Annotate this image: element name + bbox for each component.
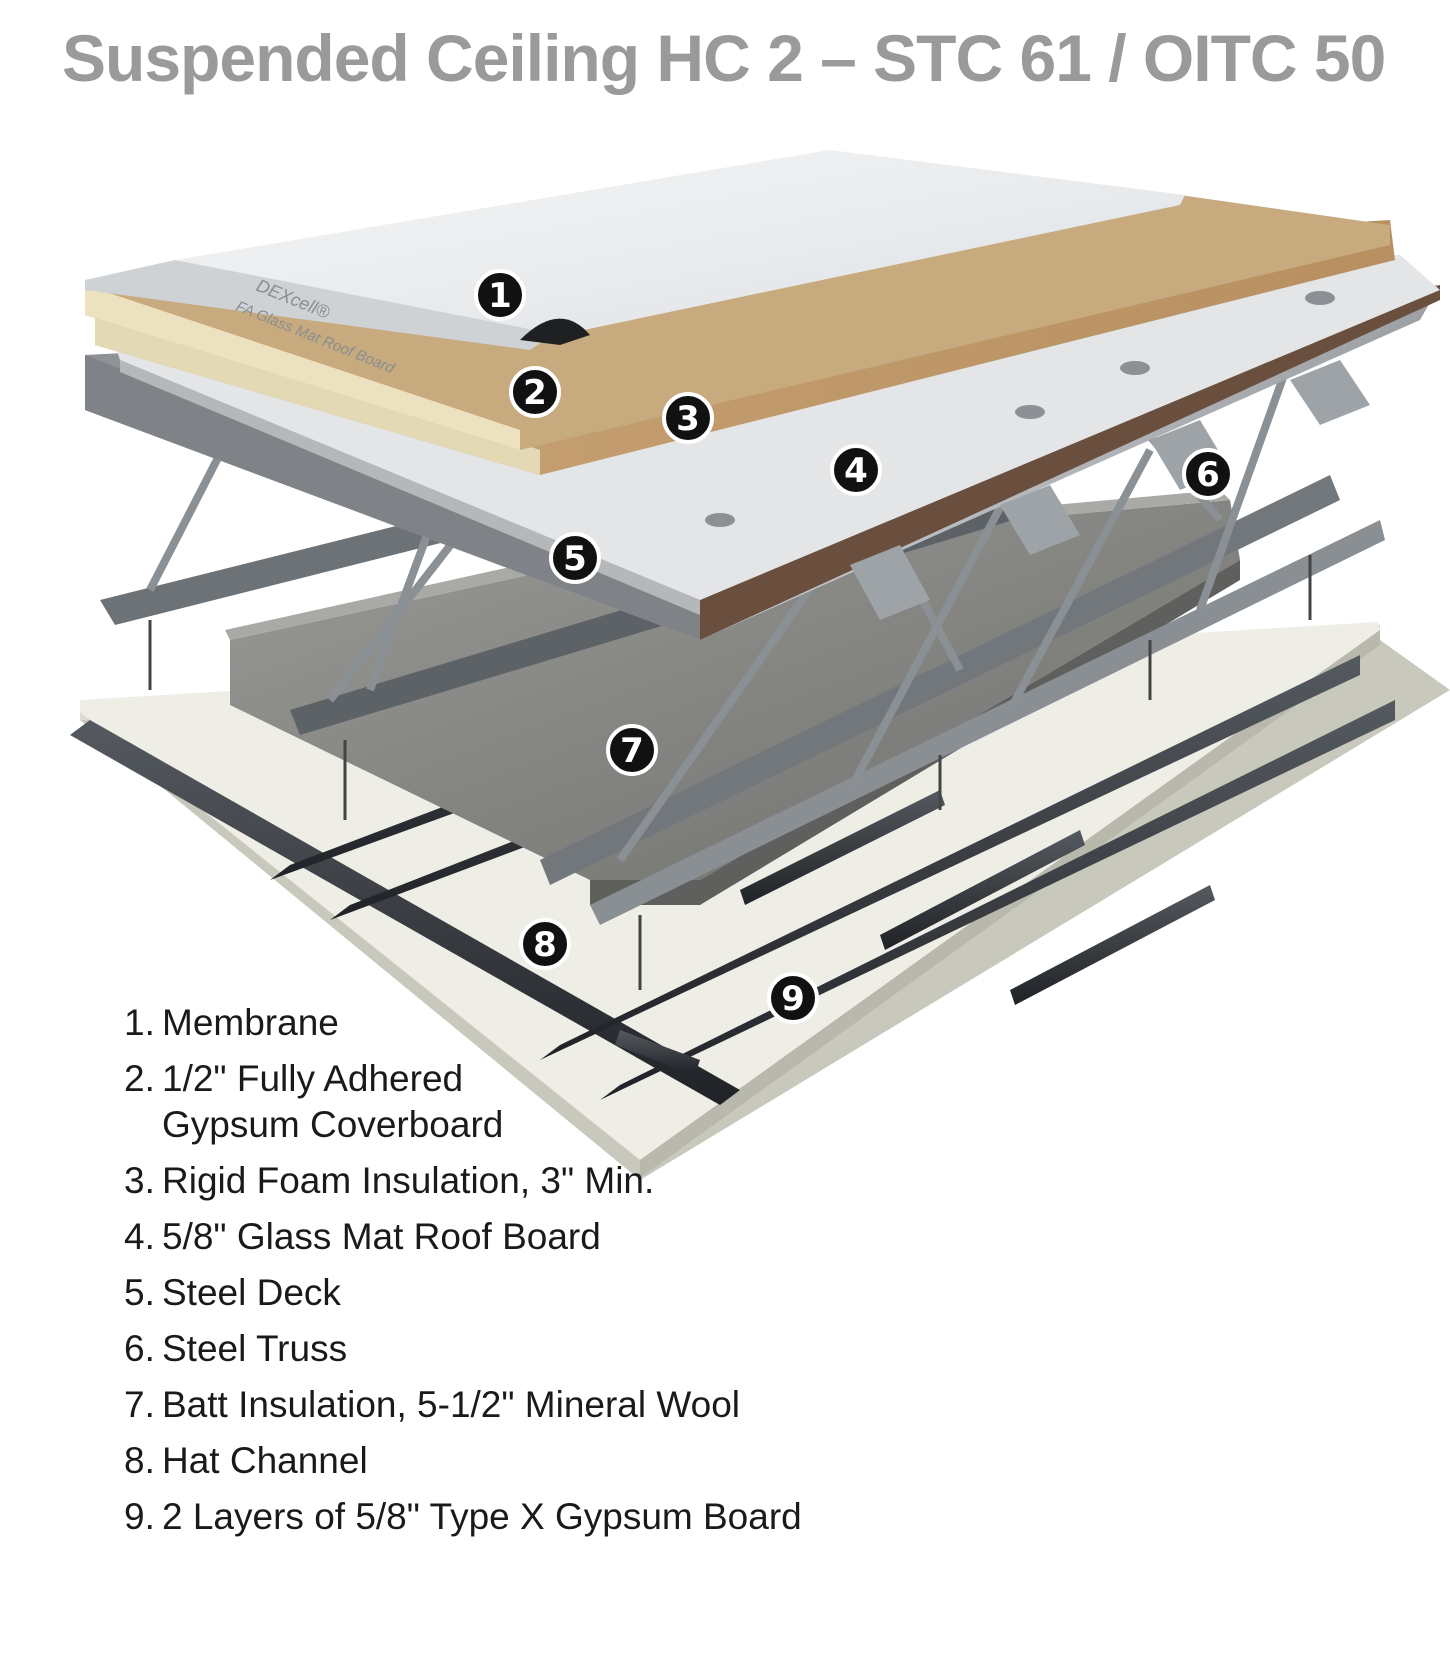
- legend-text: 1/2" Fully Adhered: [162, 1058, 464, 1099]
- callout-badges: 1 2 3 4 5 6 7 8: [474, 269, 1234, 1024]
- callout-3: 3: [662, 392, 714, 444]
- callout-6: 6: [1182, 448, 1234, 500]
- legend-text: Rigid Foam Insulation, 3" Min.: [162, 1160, 655, 1201]
- svg-text:2: 2: [523, 373, 547, 413]
- legend-number: 2.: [124, 1058, 155, 1099]
- legend-item: 5. Steel Deck: [124, 1270, 802, 1316]
- legend-item: 9. 2 Layers of 5/8" Type X Gypsum Board: [124, 1494, 802, 1540]
- legend-item: 6. Steel Truss: [124, 1326, 802, 1372]
- component-legend: 1. Membrane 2. 1/2" Fully Adhered Gypsum…: [124, 1000, 802, 1550]
- legend-number: 1.: [124, 1002, 155, 1043]
- legend-text: Batt Insulation, 5-1/2" Mineral Wool: [162, 1384, 741, 1425]
- legend-item: 7. Batt Insulation, 5-1/2" Mineral Wool: [124, 1382, 802, 1428]
- diagram-title: Suspended Ceiling HC 2 – STC 61 / OITC 5…: [62, 21, 1386, 95]
- svg-text:6: 6: [1196, 455, 1220, 495]
- legend-item: 4. 5/8" Glass Mat Roof Board: [124, 1214, 802, 1260]
- legend-number: 9.: [124, 1496, 155, 1537]
- legend-number: 6.: [124, 1328, 155, 1369]
- legend-text: Hat Channel: [162, 1440, 368, 1481]
- legend-item: 8. Hat Channel: [124, 1438, 802, 1484]
- legend-item: 1. Membrane: [124, 1000, 802, 1046]
- legend-number: 4.: [124, 1216, 155, 1257]
- callout-2: 2: [509, 366, 561, 418]
- membrane: DEXcell® FA Glass Mat Roof Board: [85, 150, 1185, 377]
- legend-text: Steel Deck: [162, 1272, 341, 1313]
- svg-text:5: 5: [563, 539, 587, 579]
- callout-8: 8: [519, 918, 571, 970]
- legend-text: 5/8" Glass Mat Roof Board: [162, 1216, 601, 1257]
- svg-text:1: 1: [488, 276, 512, 316]
- callout-7: 7: [606, 724, 658, 776]
- svg-text:7: 7: [620, 731, 644, 771]
- legend-item: 2. 1/2" Fully Adhered Gypsum Coverboard: [124, 1056, 802, 1148]
- svg-text:3: 3: [676, 399, 700, 439]
- legend-number: 8.: [124, 1440, 155, 1481]
- svg-text:9: 9: [781, 979, 805, 1019]
- svg-text:8: 8: [533, 925, 557, 965]
- callout-5: 5: [549, 532, 601, 584]
- legend-item: 3. Rigid Foam Insulation, 3" Min.: [124, 1158, 802, 1204]
- callout-1: 1: [474, 269, 526, 321]
- callout-9: 9: [767, 972, 819, 1024]
- legend-text: Gypsum Coverboard: [162, 1104, 504, 1145]
- callout-4: 4: [830, 444, 882, 496]
- legend-number: 5.: [124, 1272, 155, 1313]
- legend-number: 7.: [124, 1384, 155, 1425]
- legend-number: 3.: [124, 1160, 155, 1201]
- legend-text: Steel Truss: [162, 1328, 348, 1369]
- legend-text: Membrane: [162, 1002, 339, 1043]
- legend-text: 2 Layers of 5/8" Type X Gypsum Board: [162, 1496, 802, 1537]
- svg-text:4: 4: [844, 451, 868, 491]
